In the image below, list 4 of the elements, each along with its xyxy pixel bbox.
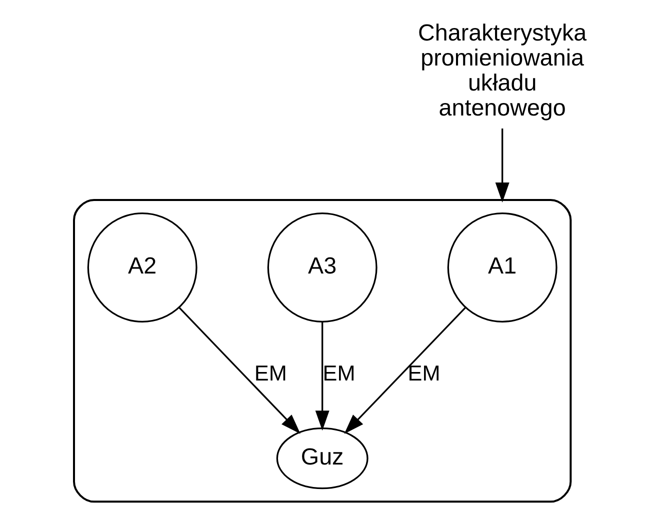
edge-label: EM (407, 360, 440, 386)
edge-label: EM (254, 360, 286, 386)
edge-label: EM (322, 360, 355, 386)
node-text: Charakterystyka promieniowania układu antenowego (418, 19, 586, 120)
